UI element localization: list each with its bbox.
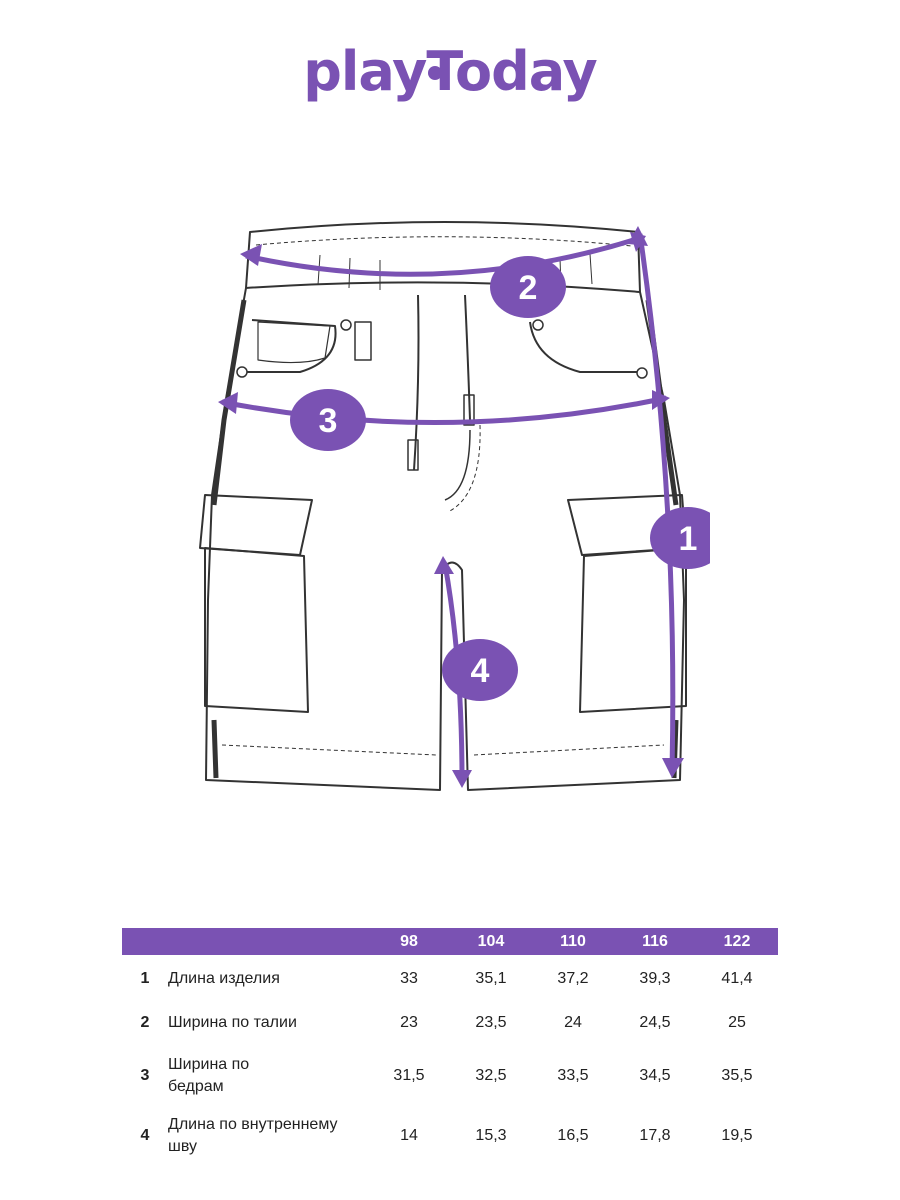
logo-text: playToday — [303, 40, 598, 103]
table-row: 3 Ширина по бедрам 31,5 32,5 33,5 34,5 3… — [122, 1043, 778, 1109]
badge-1-label: 1 — [679, 520, 698, 558]
belt-loop — [354, 321, 372, 361]
rivet-right — [636, 367, 648, 379]
table-row: 4 Длина по внутреннему шву 14 15,3 16,5 … — [122, 1109, 778, 1163]
left-coin-pocket — [257, 321, 331, 364]
table-row: 2 Ширина по талии 23 23,5 24 24,5 25 — [122, 1003, 778, 1043]
rivet-right-top — [532, 319, 544, 331]
left-drawstring — [413, 294, 420, 471]
header-size: 98 — [368, 928, 450, 955]
logo-dot-icon — [428, 66, 442, 80]
table-row: 1 Длина изделия 33 35,1 37,2 39,3 41,4 — [122, 955, 778, 1003]
cell-value: 35,1 — [475, 970, 507, 987]
cell-value: 15,3 — [475, 1127, 507, 1144]
cell-value: 23,5 — [475, 1014, 507, 1031]
rivet-left — [236, 366, 248, 378]
header-size: 104 — [450, 928, 532, 955]
badge-3 — [290, 389, 366, 451]
cell-value: 16,5 — [557, 1127, 589, 1144]
cell-value: 17,8 — [639, 1127, 671, 1144]
header-size: 110 — [532, 928, 614, 955]
badge-4 — [442, 639, 518, 701]
row-number: 1 — [140, 970, 150, 987]
header-size: 116 — [614, 928, 696, 955]
waistband-stitch — [255, 236, 633, 247]
cell-value: 39,3 — [639, 970, 671, 987]
waistband-outline — [245, 221, 641, 293]
right-drawstring-tip — [463, 394, 475, 426]
rivet-left-top — [340, 319, 352, 331]
row-label: Ширина по талии — [168, 1014, 297, 1031]
shorts-outline — [205, 287, 685, 791]
length-arrow-top — [628, 226, 648, 246]
badge-4-label: 4 — [471, 652, 490, 690]
length-measure-line — [637, 233, 676, 771]
cell-value: 35,5 — [721, 1067, 753, 1084]
badge-3-label: 3 — [319, 402, 338, 440]
row-number: 2 — [140, 1014, 150, 1031]
cell-value: 14 — [400, 1127, 418, 1144]
badge-1 — [650, 507, 710, 569]
cell-value: 41,4 — [721, 970, 753, 987]
length-arrow-bottom — [662, 758, 684, 778]
cell-value: 31,5 — [393, 1067, 425, 1084]
left-cargo-flap — [199, 494, 313, 556]
row-number: 3 — [140, 1067, 150, 1084]
left-cargo-pocket — [204, 547, 309, 713]
cell-value: 33,5 — [557, 1067, 589, 1084]
header-blank-num — [122, 928, 168, 955]
brand-logo: playToday — [0, 40, 900, 103]
right-front-pocket — [529, 321, 646, 373]
header-size: 122 — [696, 928, 778, 955]
waist-arrow-left — [240, 244, 262, 266]
cell-value: 24,5 — [639, 1014, 671, 1031]
right-cargo-pocket — [579, 547, 687, 713]
cell-value: 23 — [400, 1014, 418, 1031]
hip-measure-line — [221, 395, 667, 425]
header-blank-label — [168, 928, 368, 955]
inseam-arrow-top — [434, 556, 454, 574]
row-label: Ширина по бедрам — [168, 1056, 250, 1095]
fly-stitch — [444, 429, 471, 501]
right-drawstring — [464, 294, 471, 421]
badge-2-label: 2 — [519, 269, 538, 307]
cell-value: 24 — [564, 1014, 582, 1031]
shorts-measurement-diagram: 2 3 1 4 — [199, 221, 710, 791]
right-hem-stitch — [473, 744, 665, 756]
waist-measure-line — [245, 235, 641, 277]
cell-value: 32,5 — [475, 1067, 507, 1084]
left-side-stripe — [211, 299, 247, 779]
size-table: 98 104 110 116 122 1 Длина изделия 33 35… — [122, 928, 778, 1163]
cell-value: 19,5 — [721, 1127, 753, 1144]
cell-value: 34,5 — [639, 1067, 671, 1084]
left-drawstring-tip — [407, 439, 419, 471]
left-hem-stitch — [221, 744, 437, 756]
left-front-pocket — [240, 319, 337, 373]
row-label: Длина по внутреннему шву — [168, 1116, 338, 1155]
fly-stitch-inner — [447, 424, 481, 513]
row-number: 4 — [140, 1127, 150, 1144]
badge-2 — [490, 256, 566, 318]
hip-arrow-left — [218, 392, 238, 414]
row-label: Длина изделия — [168, 970, 280, 987]
inseam-arrow-bottom — [452, 770, 472, 788]
cell-value: 25 — [728, 1014, 746, 1031]
cell-value: 33 — [400, 970, 418, 987]
cell-value: 37,2 — [557, 970, 589, 987]
size-header-row: 98 104 110 116 122 — [122, 928, 778, 955]
